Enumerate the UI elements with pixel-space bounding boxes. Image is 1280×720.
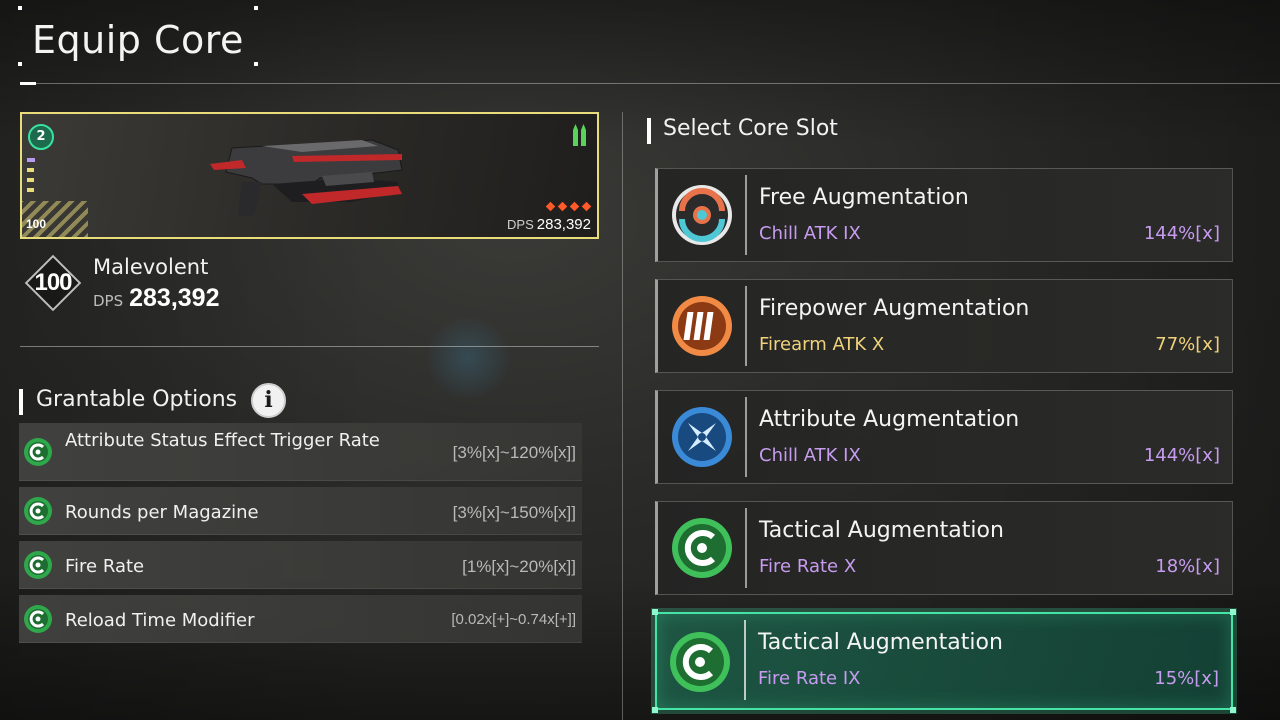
slot-stat: Fire Rate IX xyxy=(758,668,861,689)
tactical-augmentation-icon xyxy=(670,632,730,692)
star-icon xyxy=(545,201,556,212)
slot-stat: Fire Rate X xyxy=(759,556,857,577)
slot-name: Free Augmentation xyxy=(759,185,969,210)
option-range: [3%[x]~150%[x]] xyxy=(452,503,576,522)
slot-value: 144%[x] xyxy=(1143,445,1220,466)
page-title: Equip Core xyxy=(32,18,244,62)
option-row: Fire Rate [1%[x]~20%[x]] xyxy=(19,541,582,589)
info-icon[interactable]: i xyxy=(251,383,286,418)
grantable-options-title: Grantable Options xyxy=(36,387,238,412)
weapon-dps: DPS 283,392 xyxy=(93,284,220,313)
tactical-core-icon xyxy=(24,605,52,633)
firepower-augmentation-icon xyxy=(672,296,732,356)
column-divider xyxy=(622,112,623,720)
ammo-icon xyxy=(573,124,586,146)
option-name: Attribute Status Effect Trigger Rate xyxy=(65,430,380,451)
attribute-augmentation-icon xyxy=(672,407,732,467)
background-glow xyxy=(420,318,516,398)
rarity-stars xyxy=(545,201,592,212)
core-slot-tactical-augmentation-selected[interactable]: Tactical Augmentation Fire Rate IX 15%[x… xyxy=(652,609,1236,713)
core-slot-free-augmentation[interactable]: Free Augmentation Chill ATK IX 144%[x] xyxy=(655,168,1233,262)
option-name: Fire Rate xyxy=(65,556,145,577)
star-icon xyxy=(569,201,580,212)
option-row: Reload Time Modifier [0.02x[+]~0.74x[+]] xyxy=(19,595,582,643)
header-divider xyxy=(20,83,1280,84)
slot-value: 18%[x] xyxy=(1155,556,1220,577)
option-name: Reload Time Modifier xyxy=(65,610,255,631)
core-slot-firepower-augmentation[interactable]: Firepower Augmentation Firearm ATK X 77%… xyxy=(655,279,1233,373)
slot-separator xyxy=(745,508,747,588)
tactical-core-icon xyxy=(24,497,52,525)
title-frame: Equip Core xyxy=(18,6,258,66)
header-divider-accent xyxy=(20,82,36,85)
left-divider xyxy=(20,346,599,347)
card-level: 100 xyxy=(26,217,47,231)
option-range: [1%[x]~20%[x]] xyxy=(462,557,576,576)
slot-value: 144%[x] xyxy=(1143,223,1220,244)
slot-name: Tactical Augmentation xyxy=(758,630,1003,655)
card-dps-label: DPS xyxy=(507,217,534,232)
option-name: Rounds per Magazine xyxy=(65,502,259,523)
star-icon xyxy=(581,201,592,212)
tier-stripes xyxy=(22,201,88,237)
slot-separator xyxy=(745,397,747,477)
option-row: Rounds per Magazine [3%[x]~150%[x]] xyxy=(19,487,582,535)
slot-separator xyxy=(744,620,746,700)
weapon-dps-value: 283,392 xyxy=(129,284,220,312)
section-marker xyxy=(19,389,23,415)
select-core-slot-title: Select Core Slot xyxy=(663,116,838,141)
option-range: [0.02x[+]~0.74x[+]] xyxy=(451,611,576,628)
slot-name: Attribute Augmentation xyxy=(759,407,1020,432)
side-ticks-icon xyxy=(27,158,35,192)
weapon-level-badge: 100 xyxy=(24,254,82,312)
slot-value: 77%[x] xyxy=(1155,334,1220,355)
free-augmentation-icon xyxy=(672,185,732,245)
slot-stat: Chill ATK IX xyxy=(759,445,861,466)
tactical-augmentation-icon xyxy=(672,518,732,578)
card-dps-value: 283,392 xyxy=(536,216,591,233)
slot-value: 15%[x] xyxy=(1154,668,1219,689)
weapon-name: Malevolent xyxy=(93,255,209,279)
tactical-core-icon xyxy=(24,438,52,466)
star-icon xyxy=(557,201,568,212)
section-marker xyxy=(647,118,651,144)
weapon-level: 100 xyxy=(34,269,72,296)
slot-name: Tactical Augmentation xyxy=(759,518,1004,543)
slot-separator xyxy=(745,286,747,366)
core-slot-attribute-augmentation[interactable]: Attribute Augmentation Chill ATK IX 144%… xyxy=(655,390,1233,484)
slot-separator xyxy=(745,175,747,255)
weapon-badge: 2 xyxy=(28,124,54,150)
core-slot-tactical-augmentation[interactable]: Tactical Augmentation Fire Rate X 18%[x] xyxy=(655,501,1233,595)
slot-stat: Firearm ATK X xyxy=(759,334,885,355)
weapon-image xyxy=(210,139,403,216)
weapon-dps-label: DPS xyxy=(93,292,124,310)
slot-stat: Chill ATK IX xyxy=(759,223,861,244)
slot-name: Firepower Augmentation xyxy=(759,296,1030,321)
option-range: [3%[x]~120%[x]] xyxy=(452,443,576,462)
option-row: Attribute Status Effect Trigger Rate [3%… xyxy=(19,423,582,481)
tactical-core-icon xyxy=(24,551,52,579)
